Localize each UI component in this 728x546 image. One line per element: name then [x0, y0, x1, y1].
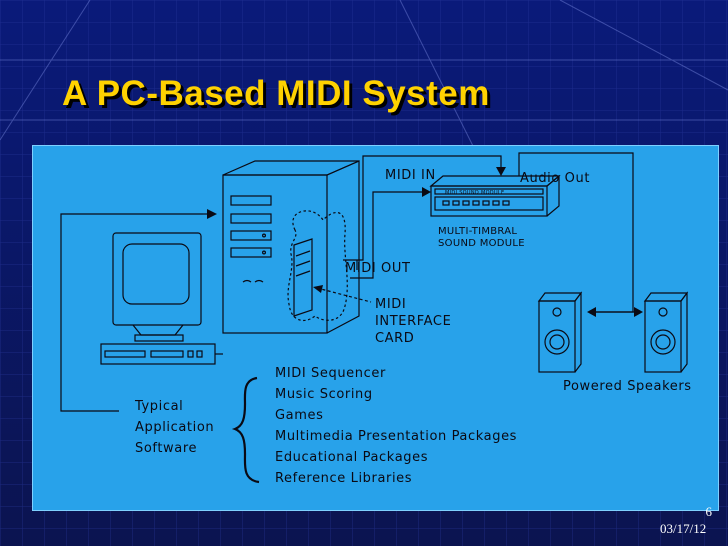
monitor-icon — [112, 232, 202, 342]
software-label-line3: Software — [135, 441, 197, 456]
software-item: Educational Packages — [275, 450, 428, 465]
midi-in-label: MIDI IN — [385, 168, 436, 183]
module-panel-text: MIDI SOUND MODULE — [445, 190, 504, 196]
software-brace — [231, 376, 260, 484]
computer-tower-icon — [222, 160, 360, 334]
sound-module-icon — [429, 174, 561, 217]
software-label-line1: Typical — [134, 399, 183, 414]
slide-number: 6 — [705, 504, 713, 519]
module-caption-line1: MULTI-TIMBRAL — [438, 226, 517, 237]
interface-label-line1: MIDI — [375, 297, 406, 312]
interface-label-line2: INTERFACE — [375, 314, 451, 329]
interface-card-outline — [287, 210, 348, 322]
midi-system-diagram: MIDI IN Audio Out MIDI SOUND MODULE MULT… — [60, 152, 692, 486]
software-item: MIDI Sequencer — [275, 366, 386, 381]
speakers-label: Powered Speakers — [563, 379, 692, 394]
diagram-panel: MIDI IN Audio Out MIDI SOUND MODULE MULT… — [32, 145, 719, 511]
software-item: Games — [275, 408, 323, 423]
arrowheads — [207, 167, 643, 317]
interface-label-line3: CARD — [375, 331, 414, 346]
software-item: Music Scoring — [275, 387, 373, 402]
connection-lines — [60, 152, 639, 412]
keyboard-icon — [100, 343, 223, 365]
midi-out-label: MIDI OUT — [345, 261, 411, 276]
speaker-right-icon — [643, 291, 689, 373]
slide-title: A PC-Based MIDI System — [62, 74, 490, 113]
slide-date: 03/17/12 — [660, 521, 707, 536]
software-item: Multimedia Presentation Packages — [275, 429, 517, 444]
software-label-line2: Application — [135, 420, 214, 435]
software-item: Reference Libraries — [275, 471, 412, 486]
speaker-left-icon — [537, 291, 583, 373]
audio-out-label: Audio Out — [520, 171, 590, 186]
module-caption-line2: SOUND MODULE — [438, 238, 525, 249]
